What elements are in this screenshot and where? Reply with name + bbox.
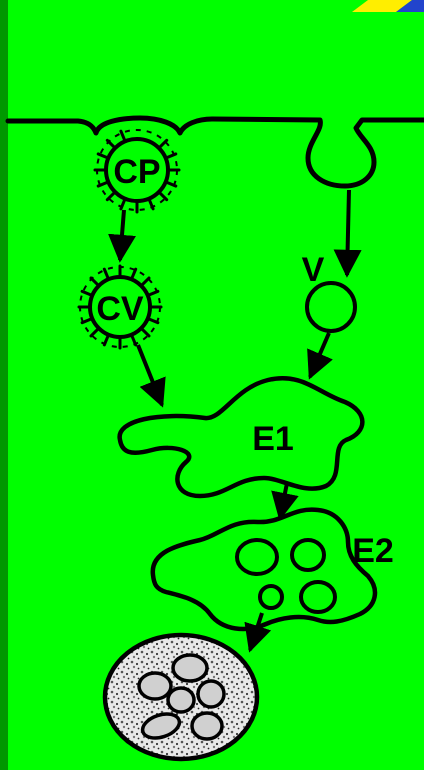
- lysosome-inclusion: [173, 655, 207, 681]
- coated-pit-label: CP: [113, 153, 160, 191]
- late-endosome-label: E2: [352, 532, 394, 570]
- lysosome: [105, 635, 257, 759]
- lysosome-inclusion: [139, 673, 171, 699]
- left-edge-bar: [0, 0, 8, 770]
- arrow-membrane-to-vesicle: [347, 190, 349, 275]
- vesicle-label: V: [302, 251, 325, 289]
- early-endosome-label: E1: [252, 420, 294, 458]
- lysosome-inclusion: [168, 688, 194, 712]
- lysosome-inclusion: [198, 681, 224, 707]
- coated-vesicle-label: CV: [96, 290, 144, 328]
- lysosome-inclusion: [192, 713, 222, 739]
